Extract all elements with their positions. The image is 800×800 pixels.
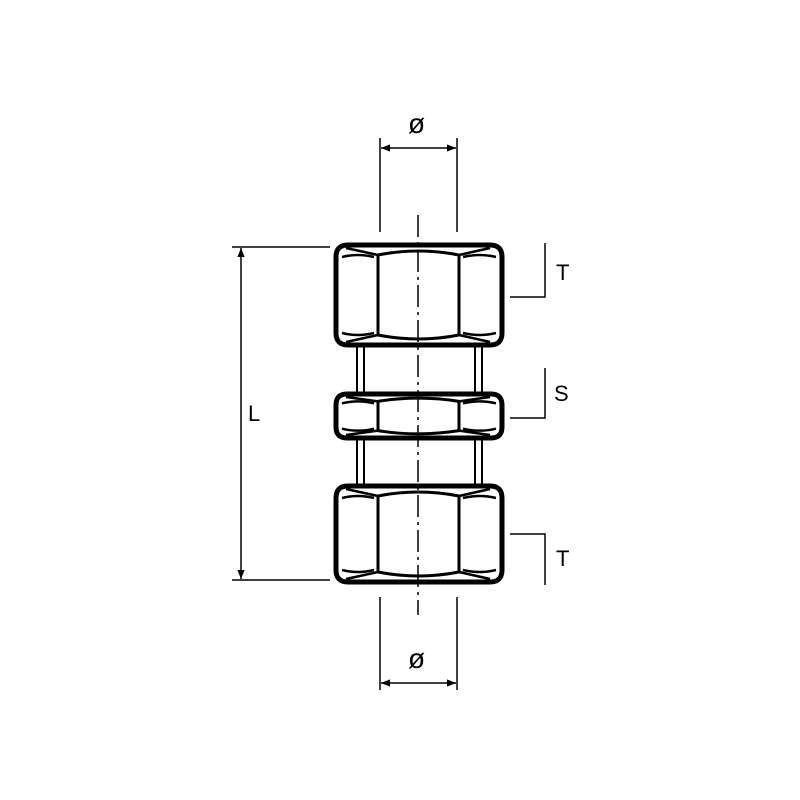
- nut-edge: [345, 246, 491, 344]
- hex-nut-top: [333, 242, 505, 348]
- hex-body-middle: [333, 391, 505, 441]
- nut-edge: [377, 490, 460, 578]
- tube-lower: [356, 438, 483, 487]
- thread-label-top: T: [556, 260, 570, 285]
- diameter-label-top: ø: [408, 108, 426, 139]
- diameter-dimension-bottom: [379, 597, 458, 690]
- nut-edge: [341, 253, 497, 337]
- thread-label-bottom: T: [556, 546, 570, 571]
- nut-edge: [376, 255, 461, 335]
- diameter-dimension-top: [379, 138, 458, 232]
- nut-edge: [377, 249, 460, 341]
- nut-edge: [377, 396, 460, 436]
- diameter-label-bottom: ø: [408, 643, 426, 674]
- length-label: L: [248, 401, 261, 426]
- nut-edge: [333, 242, 505, 348]
- thread-bracket-top: [510, 243, 546, 298]
- nut-edge: [345, 487, 491, 581]
- nut-edge: [376, 401, 461, 431]
- nut-edge: [376, 496, 461, 572]
- nut-edge: [341, 494, 497, 574]
- hex-size-label: S: [554, 381, 569, 406]
- thread-bracket-bottom: [510, 533, 546, 585]
- tube-upper: [356, 345, 483, 395]
- nut-edge: [333, 391, 505, 441]
- nut-edge: [333, 483, 505, 585]
- length-dimension: [232, 246, 330, 581]
- nut-edge: [345, 395, 491, 437]
- hex-nut-bottom: [333, 483, 505, 585]
- hex-bracket: [510, 368, 546, 419]
- nut-edge: [341, 400, 497, 432]
